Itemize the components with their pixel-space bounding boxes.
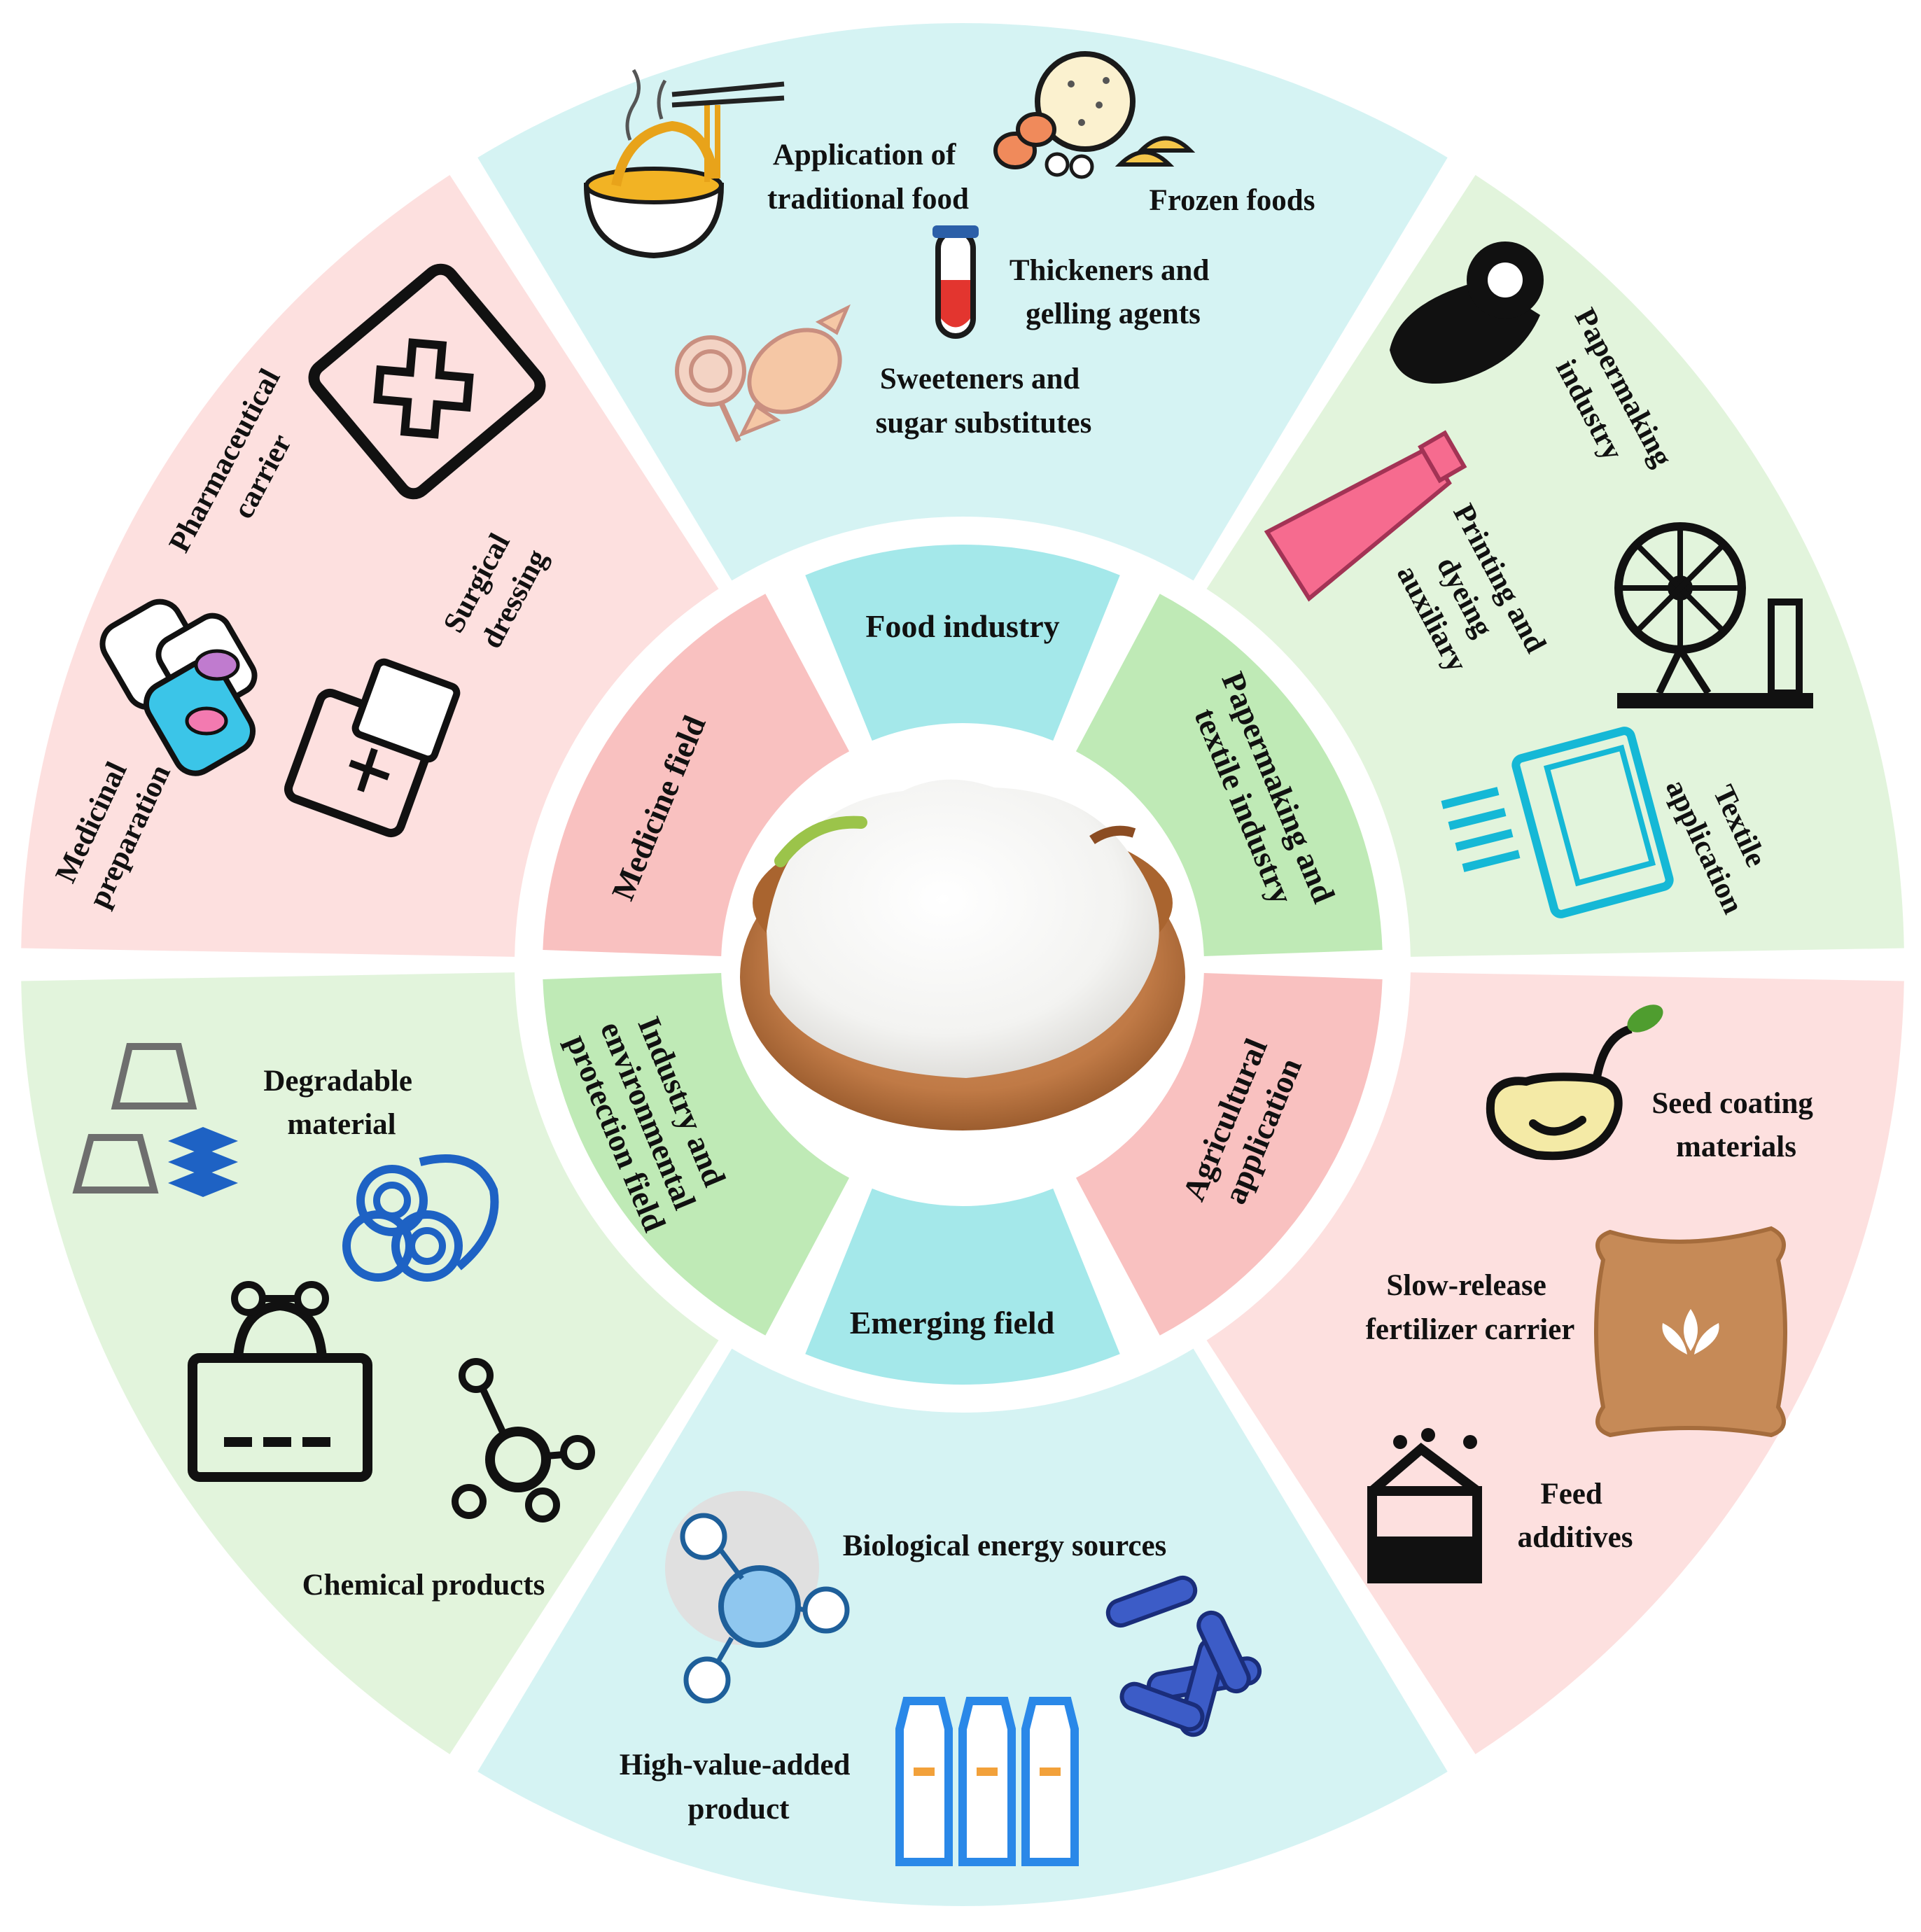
label-degradable-material: Degradable material: [263, 1065, 419, 1141]
label-degradable-material-line2: material: [287, 1108, 396, 1141]
label-chemical-products: Chemical products: [302, 1569, 545, 1602]
label-seed-coating-line2: materials: [1676, 1130, 1796, 1163]
label-degradable-material-line1: Degradable: [263, 1065, 412, 1098]
label-slow-release: Slow-release fertilizer carrier: [1366, 1269, 1575, 1346]
label-sweeteners: Sweeteners and sugar substitutes: [876, 363, 1092, 440]
inner-label-food: Food industry: [865, 608, 1059, 644]
label-traditional-food: Application of traditional food: [767, 139, 969, 216]
label-sweeteners-line1: Sweeteners and: [880, 363, 1080, 396]
inner-segment-food: [805, 545, 1120, 741]
label-high-value-product: High-value-added product: [620, 1749, 858, 1826]
paper-roll-icon: [1390, 241, 1544, 384]
label-thickeners-line2: gelling agents: [1026, 298, 1201, 330]
label-slow-release-line1: Slow-release: [1386, 1269, 1546, 1302]
inner-segment-emerging: [805, 1188, 1120, 1385]
label-biological-energy: Biological energy sources: [843, 1530, 1167, 1562]
frozen-foods-icon: [993, 51, 1196, 179]
inner-label-emerging: Emerging field: [850, 1305, 1055, 1340]
chemical-device-icon: [188, 1281, 372, 1482]
label-thickeners-line1: Thickeners and: [1010, 254, 1210, 287]
inner-segment-paper: [1075, 594, 1383, 956]
pipes-icon: [342, 1154, 499, 1282]
molecule-blue-icon: [665, 1491, 850, 1704]
fertilizer-sack-icon: [1594, 1226, 1787, 1438]
label-seed-coating: Seed coating materials: [1651, 1087, 1820, 1163]
dye-tube-icon: [1264, 430, 1467, 602]
label-traditional-food-line1: Application of: [773, 139, 956, 172]
bacteria-icon: [1105, 1575, 1262, 1737]
medical-kit-icon: [308, 263, 546, 500]
pill-bottles-icon: [99, 598, 258, 776]
feed-box-icon: [1367, 1428, 1482, 1583]
label-feed-additives-line1: Feed: [1540, 1478, 1602, 1511]
label-frozen-foods: Frozen foods: [1150, 184, 1315, 217]
degradable-material-icon: [72, 1043, 238, 1197]
outer-segment-emerging: [477, 1348, 1448, 1906]
molecule-black-icon: [452, 1358, 595, 1522]
outer-segment-paper: [1206, 174, 1904, 957]
candy-icon: [675, 304, 851, 442]
spinning-wheel-icon: [1614, 522, 1813, 708]
label-high-value-product-line2: product: [688, 1793, 790, 1826]
label-high-value-product-line1: High-value-added: [620, 1749, 851, 1782]
inner-ring: [543, 545, 1383, 1385]
inner-segment-industry: [543, 973, 850, 1336]
inner-segment-medicine: [543, 594, 850, 956]
vials-icon: [895, 1697, 1079, 1866]
label-feed-additives: Feed additives: [1518, 1478, 1633, 1554]
label-slow-release-line2: fertilizer carrier: [1366, 1313, 1575, 1346]
center-starch-bowl-image: [728, 730, 1197, 1199]
seed-sprout-icon: [1486, 1004, 1663, 1161]
inner-segment-agri: [1075, 973, 1383, 1336]
test-tube-icon: [932, 225, 979, 339]
label-feed-additives-line2: additives: [1518, 1521, 1633, 1554]
label-sweeteners-line2: sugar substitutes: [876, 407, 1092, 440]
label-thickeners: Thickeners and gelling agents: [1010, 254, 1217, 330]
textile-machine-icon: [1441, 727, 1674, 918]
noodle-bowl-icon: [583, 69, 785, 259]
iv-drip-icon: [284, 658, 461, 838]
label-traditional-food-line2: traditional food: [767, 183, 969, 216]
label-seed-coating-line1: Seed coating: [1651, 1087, 1813, 1120]
